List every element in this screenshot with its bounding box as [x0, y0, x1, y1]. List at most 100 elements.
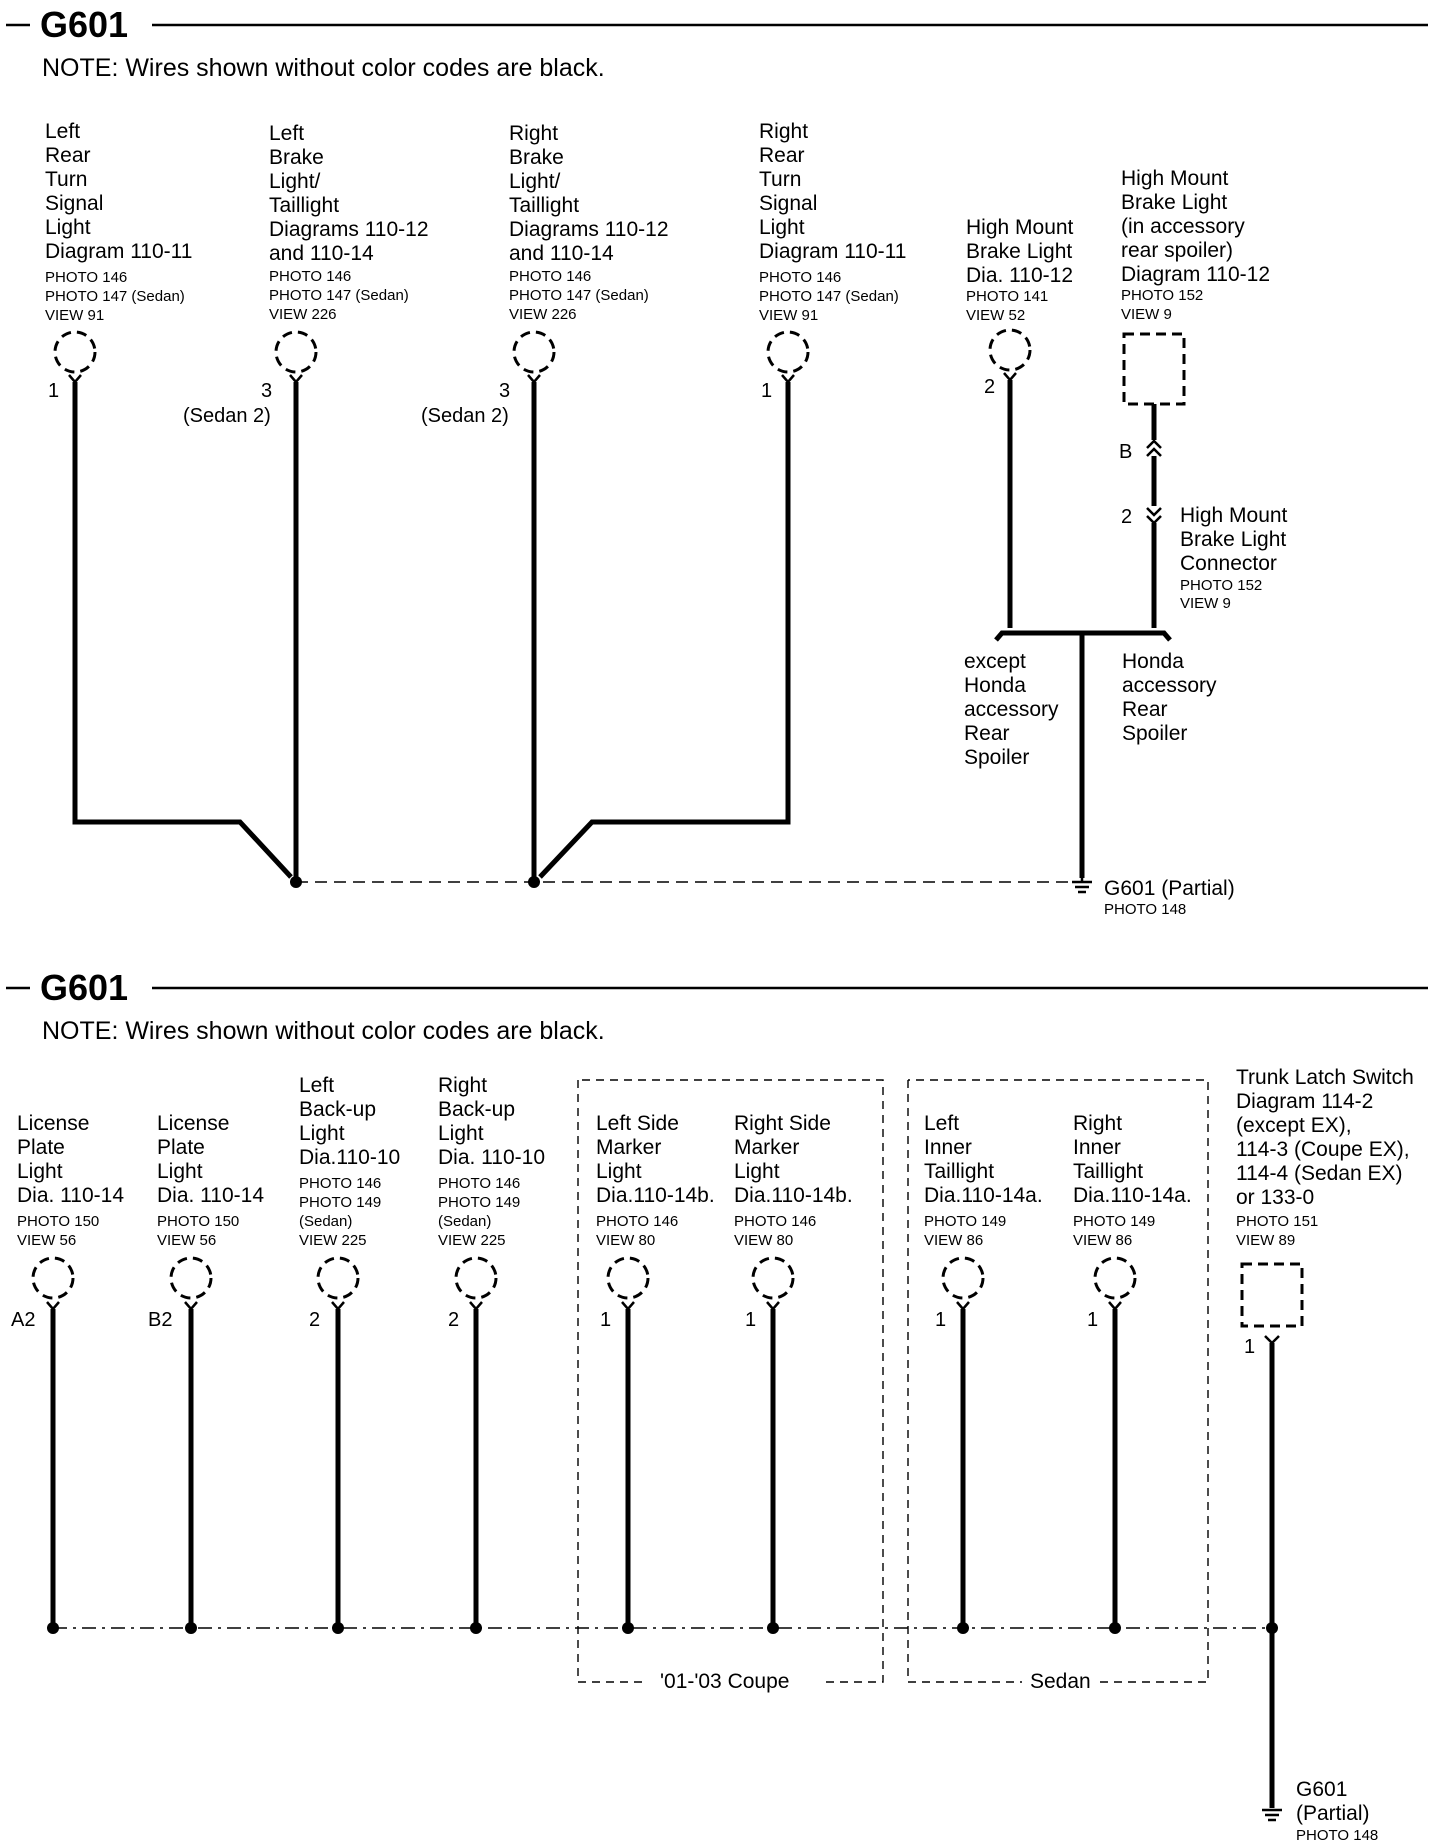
connector-icon	[31, 1256, 75, 1300]
svg-text:114-4 (Sedan EX): 114-4 (Sedan EX)	[1236, 1162, 1403, 1185]
svg-text:Light: Light	[45, 216, 91, 239]
svg-text:Signal: Signal	[759, 192, 817, 215]
svg-text:PHOTO 147 (Sedan): PHOTO 147 (Sedan)	[759, 288, 899, 305]
svg-text:Left: Left	[924, 1112, 959, 1135]
pin-label: 1	[48, 380, 59, 402]
pin-label: 2	[984, 376, 995, 398]
terminal-icon	[1003, 372, 1017, 382]
svg-text:PHOTO 146: PHOTO 146	[299, 1175, 381, 1192]
svg-text:PHOTO 146: PHOTO 146	[269, 268, 351, 285]
svg-text:PHOTO 151: PHOTO 151	[1236, 1213, 1318, 1230]
svg-text:Diagram 110-11: Diagram 110-11	[45, 240, 192, 263]
svg-text:PHOTO 149: PHOTO 149	[1073, 1213, 1155, 1230]
svg-text:VIEW 226: VIEW 226	[509, 306, 577, 323]
svg-text:rear spoiler): rear spoiler)	[1121, 239, 1233, 262]
top-label-4: High Mount Brake Light Dia. 110-12 PHOTO…	[966, 216, 1074, 324]
bottom-label-2: Left Back-up Light Dia.110-10 PHOTO 146 …	[299, 1074, 400, 1249]
svg-text:Diagram 110-11: Diagram 110-11	[759, 240, 906, 263]
sedan-group-box	[907, 1079, 1209, 1683]
svg-text:Right Side: Right Side	[734, 1112, 831, 1135]
svg-text:Brake Light: Brake Light	[1180, 528, 1286, 551]
pin-label: A2	[11, 1309, 35, 1331]
wire	[72, 382, 293, 879]
top-section: G601 NOTE: Wires shown without color cod…	[6, 4, 1428, 918]
svg-text:Honda: Honda	[964, 674, 1026, 697]
pin-label: 3	[261, 380, 272, 402]
pin-label: 1	[761, 380, 772, 402]
bottom-label-4: Left Side Marker Light Dia.110-14b. PHOT…	[596, 1112, 715, 1249]
svg-text:and 110-14: and 110-14	[269, 242, 374, 265]
terminal-icon	[527, 374, 541, 384]
bottom-label-1: License Plate Light Dia. 110-14 PHOTO 15…	[157, 1112, 264, 1249]
svg-text:(except EX),: (except EX),	[1236, 1114, 1352, 1137]
svg-text:or 133-0: or 133-0	[1236, 1186, 1314, 1209]
terminal-icon	[68, 374, 82, 384]
svg-text:Connector: Connector	[1180, 552, 1277, 575]
svg-text:High Mount: High Mount	[1180, 504, 1288, 527]
svg-text:Rear: Rear	[1122, 698, 1168, 721]
terminal-icon	[781, 374, 795, 384]
splice-dot	[1266, 1622, 1278, 1634]
svg-text:PHOTO 150: PHOTO 150	[17, 1213, 99, 1230]
terminal-icon	[331, 1301, 345, 1311]
connector-box-icon	[1240, 1262, 1304, 1328]
svg-text:Diagram 110-12: Diagram 110-12	[1121, 263, 1270, 286]
svg-text:License: License	[17, 1112, 89, 1135]
svg-text:Light: Light	[596, 1160, 642, 1183]
svg-text:Trunk Latch Switch: Trunk Latch Switch	[1236, 1066, 1414, 1089]
pin-label: 2	[1121, 506, 1132, 528]
top-label-0: Left Rear Turn Signal Light Diagram 110-…	[45, 120, 192, 324]
terminal-icon	[46, 1301, 60, 1311]
svg-text:Light: Light	[759, 216, 805, 239]
svg-text:Brake Light: Brake Light	[966, 240, 1072, 263]
svg-text:Taillight: Taillight	[1073, 1160, 1143, 1183]
terminal-icon	[621, 1301, 635, 1311]
svg-text:PHOTO 146: PHOTO 146	[509, 268, 591, 285]
svg-text:Brake Light: Brake Light	[1121, 191, 1227, 214]
svg-text:Right: Right	[759, 120, 808, 143]
svg-text:Rear: Rear	[964, 722, 1010, 745]
svg-text:Left: Left	[45, 120, 80, 143]
branch-left-label: except Honda accessory Rear Spoiler	[964, 650, 1059, 769]
svg-text:accessory: accessory	[1122, 674, 1217, 697]
bottom-label-6: Left Inner Taillight Dia.110-14a. PHOTO …	[924, 1112, 1043, 1249]
svg-text:VIEW 225: VIEW 225	[438, 1232, 506, 1249]
connector-icon	[606, 1256, 650, 1300]
pin-label: 1	[935, 1309, 946, 1331]
svg-text:Right: Right	[438, 1074, 487, 1097]
pin-label: 3	[499, 380, 510, 402]
connector-icon	[1093, 1256, 1137, 1300]
svg-text:Plate: Plate	[17, 1136, 65, 1159]
svg-text:PHOTO 147 (Sedan): PHOTO 147 (Sedan)	[509, 287, 649, 304]
splice-dot	[528, 876, 540, 888]
pin-label: B	[1119, 441, 1132, 463]
pin-label: (Sedan 2)	[183, 405, 271, 427]
connector-icon	[766, 330, 810, 374]
svg-text:Brake: Brake	[269, 146, 324, 169]
svg-text:(Sedan): (Sedan)	[438, 1213, 491, 1230]
svg-text:High Mount: High Mount	[1121, 167, 1229, 190]
splice-dot	[957, 1622, 969, 1634]
svg-text:VIEW 56: VIEW 56	[157, 1232, 216, 1249]
svg-text:Inner: Inner	[1073, 1136, 1121, 1159]
coupe-group-box	[577, 1079, 884, 1683]
svg-text:Spoiler: Spoiler	[964, 746, 1029, 769]
connector-2-icon	[1146, 507, 1162, 517]
hm-connector-label: High Mount Brake Light Connector PHOTO 1…	[1180, 504, 1288, 612]
svg-text:PHOTO 149: PHOTO 149	[438, 1194, 520, 1211]
svg-text:Plate: Plate	[157, 1136, 205, 1159]
svg-text:Taillight: Taillight	[269, 194, 339, 217]
sedan-group-label: Sedan	[1030, 1670, 1091, 1693]
svg-text:Rear: Rear	[759, 144, 805, 167]
terminal-icon	[184, 1301, 198, 1311]
pin-label: (Sedan 2)	[421, 405, 509, 427]
svg-text:Left: Left	[269, 122, 304, 145]
top-label-1: Left Brake Light/ Taillight Diagrams 110…	[269, 122, 429, 323]
svg-text:Marker: Marker	[596, 1136, 661, 1159]
svg-text:Diagram 114-2: Diagram 114-2	[1236, 1090, 1373, 1113]
svg-text:Diagrams 110-12: Diagrams 110-12	[509, 218, 669, 241]
connector-icon	[274, 330, 318, 374]
svg-text:PHOTO 152: PHOTO 152	[1121, 287, 1203, 304]
svg-text:Turn: Turn	[759, 168, 801, 191]
bottom-note: NOTE: Wires shown without color codes ar…	[42, 1017, 605, 1045]
